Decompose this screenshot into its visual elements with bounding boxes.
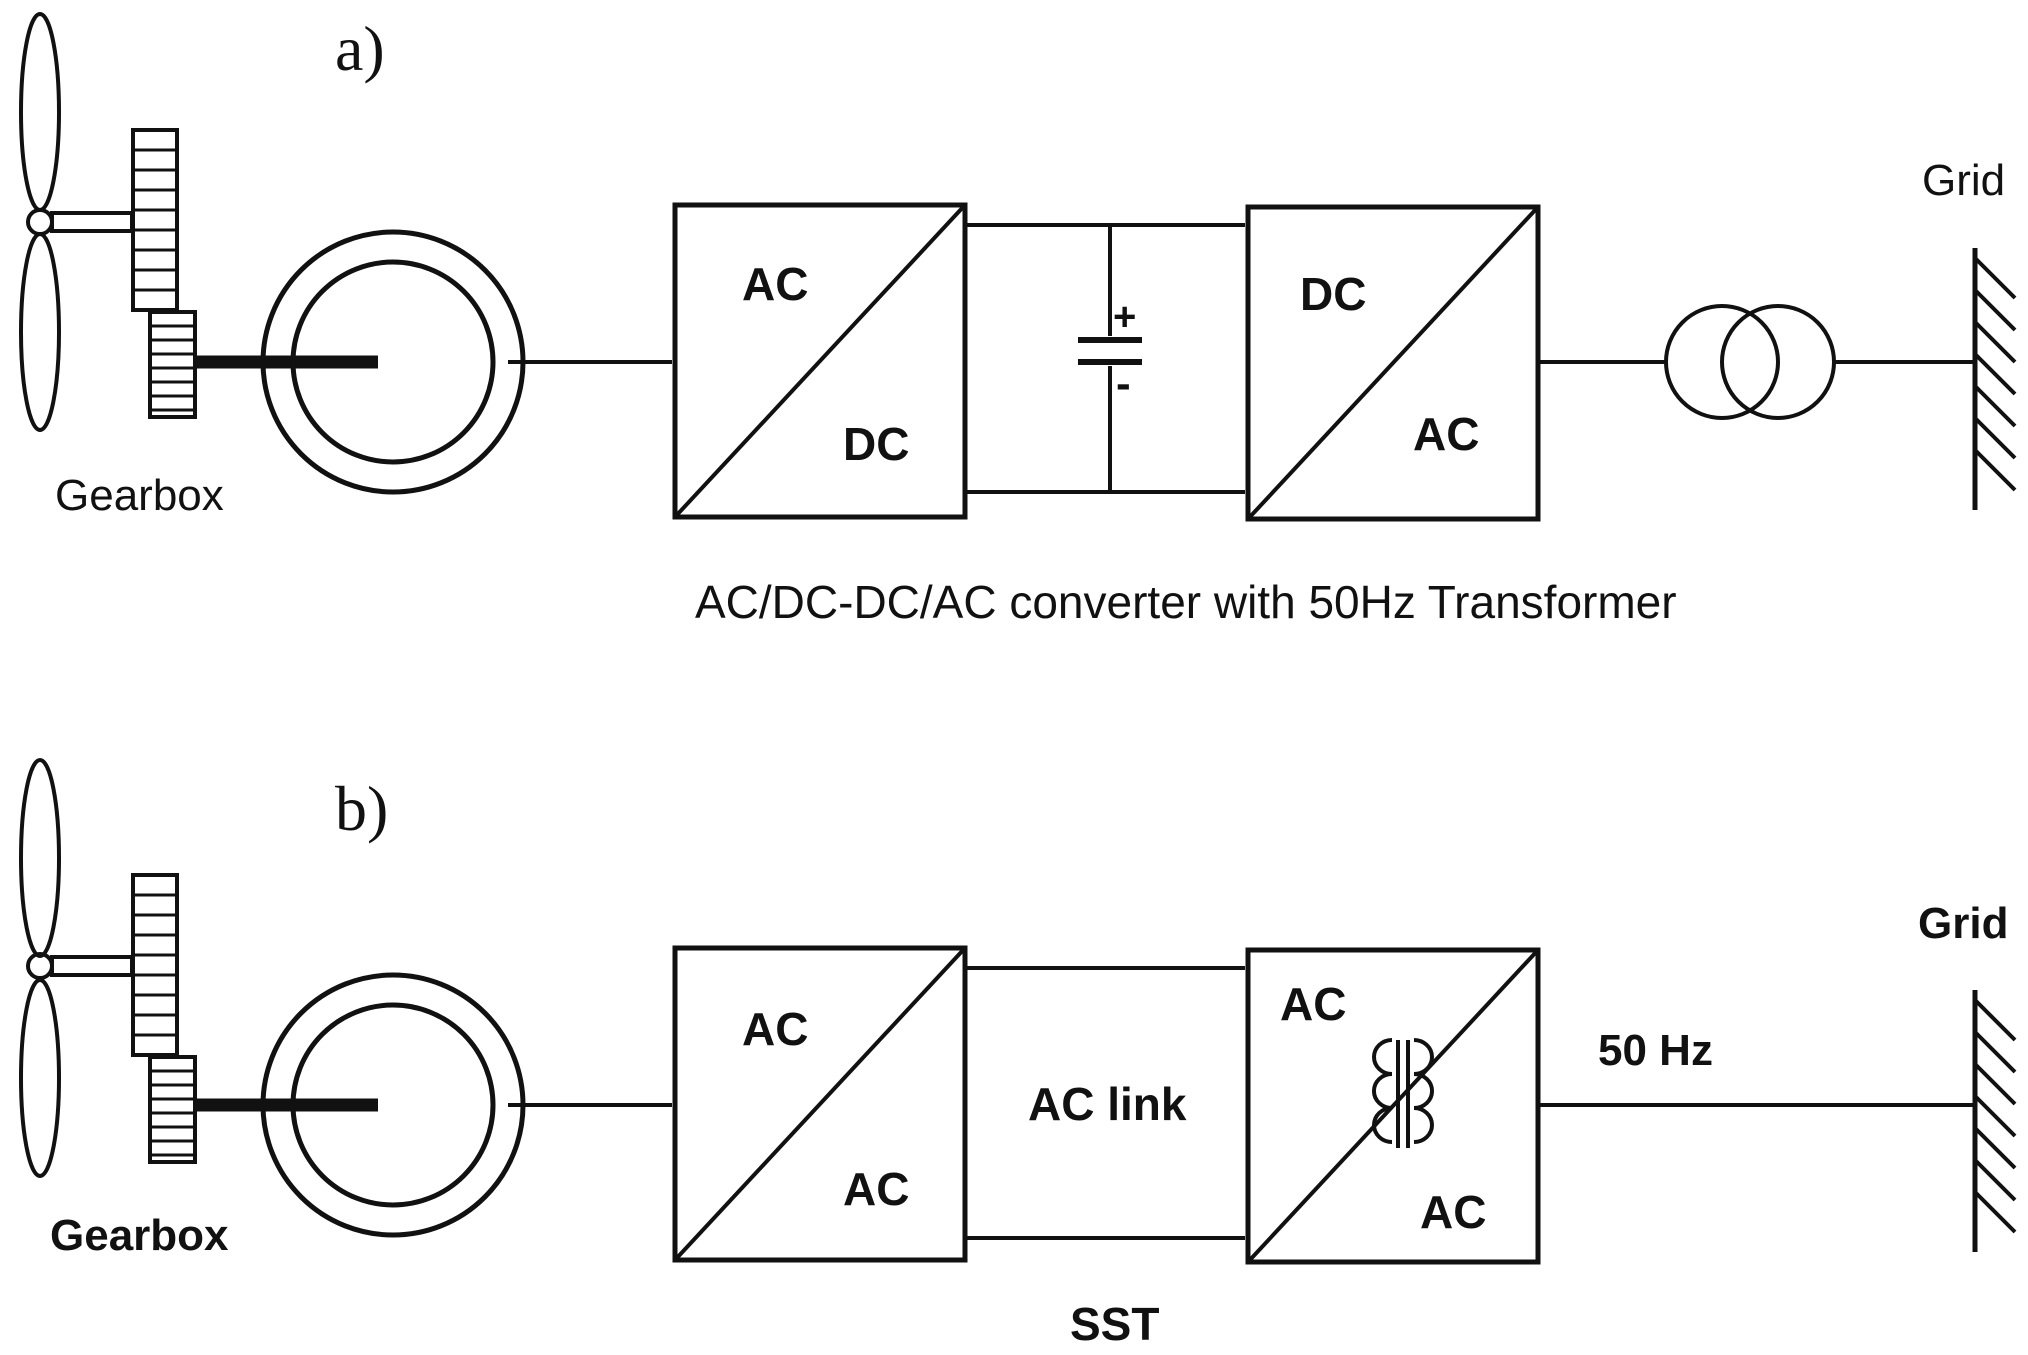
panel-a-caption: AC/DC-DC/AC converter with 50Hz Transfor… (695, 576, 1677, 628)
grid-ground-icon (1972, 990, 2017, 1252)
converter2-bottom-label: AC (1420, 1186, 1486, 1238)
gearbox-label: Gearbox (55, 471, 224, 520)
capacitor-plus: + (1113, 295, 1136, 339)
converter1-top-label: AC (742, 258, 808, 310)
grid-ground-icon (1972, 248, 2017, 510)
grid-label: Grid (1918, 899, 2008, 948)
converter1-bottom-label: AC (843, 1163, 909, 1215)
hf-transformer-icon (1372, 1038, 1434, 1148)
converter-ac-ac-hf-transformer: AC AC (1245, 947, 1541, 1265)
capacitor-minus: - (1116, 359, 1131, 408)
converter2-bottom-label: AC (1413, 408, 1479, 460)
converter1-top-label: AC (742, 1003, 808, 1055)
converter1-bottom-label: DC (843, 418, 909, 470)
gearbox-icon (131, 128, 378, 419)
gearbox-label: Gearbox (50, 1211, 229, 1260)
panel-a-label: a) (335, 13, 385, 84)
converter-dc-ac: DC AC (1245, 204, 1541, 522)
converter2-top-label: AC (1280, 978, 1346, 1030)
turbine-rotor-icon (19, 758, 134, 1178)
ac-link: AC link (965, 966, 1245, 1240)
panel-a: a) Gearbox (19, 12, 2017, 628)
converter-ac-ac: AC AC (672, 945, 968, 1263)
panel-b-caption: SST (1070, 1298, 1159, 1350)
converter-ac-dc: AC DC (672, 202, 968, 520)
converter2-top-label: DC (1300, 268, 1366, 320)
ac-link-label: AC link (1028, 1078, 1187, 1130)
turbine-rotor-icon (19, 12, 134, 432)
panel-b-label: b) (335, 773, 388, 844)
transformer-icon (1664, 304, 1836, 420)
gearbox-icon (131, 873, 378, 1164)
frequency-label: 50 Hz (1598, 1026, 1713, 1075)
grid-label: Grid (1922, 156, 2005, 205)
panel-b: b) Gearbox (19, 758, 2017, 1350)
dc-link-capacitor: + - (965, 223, 1245, 494)
